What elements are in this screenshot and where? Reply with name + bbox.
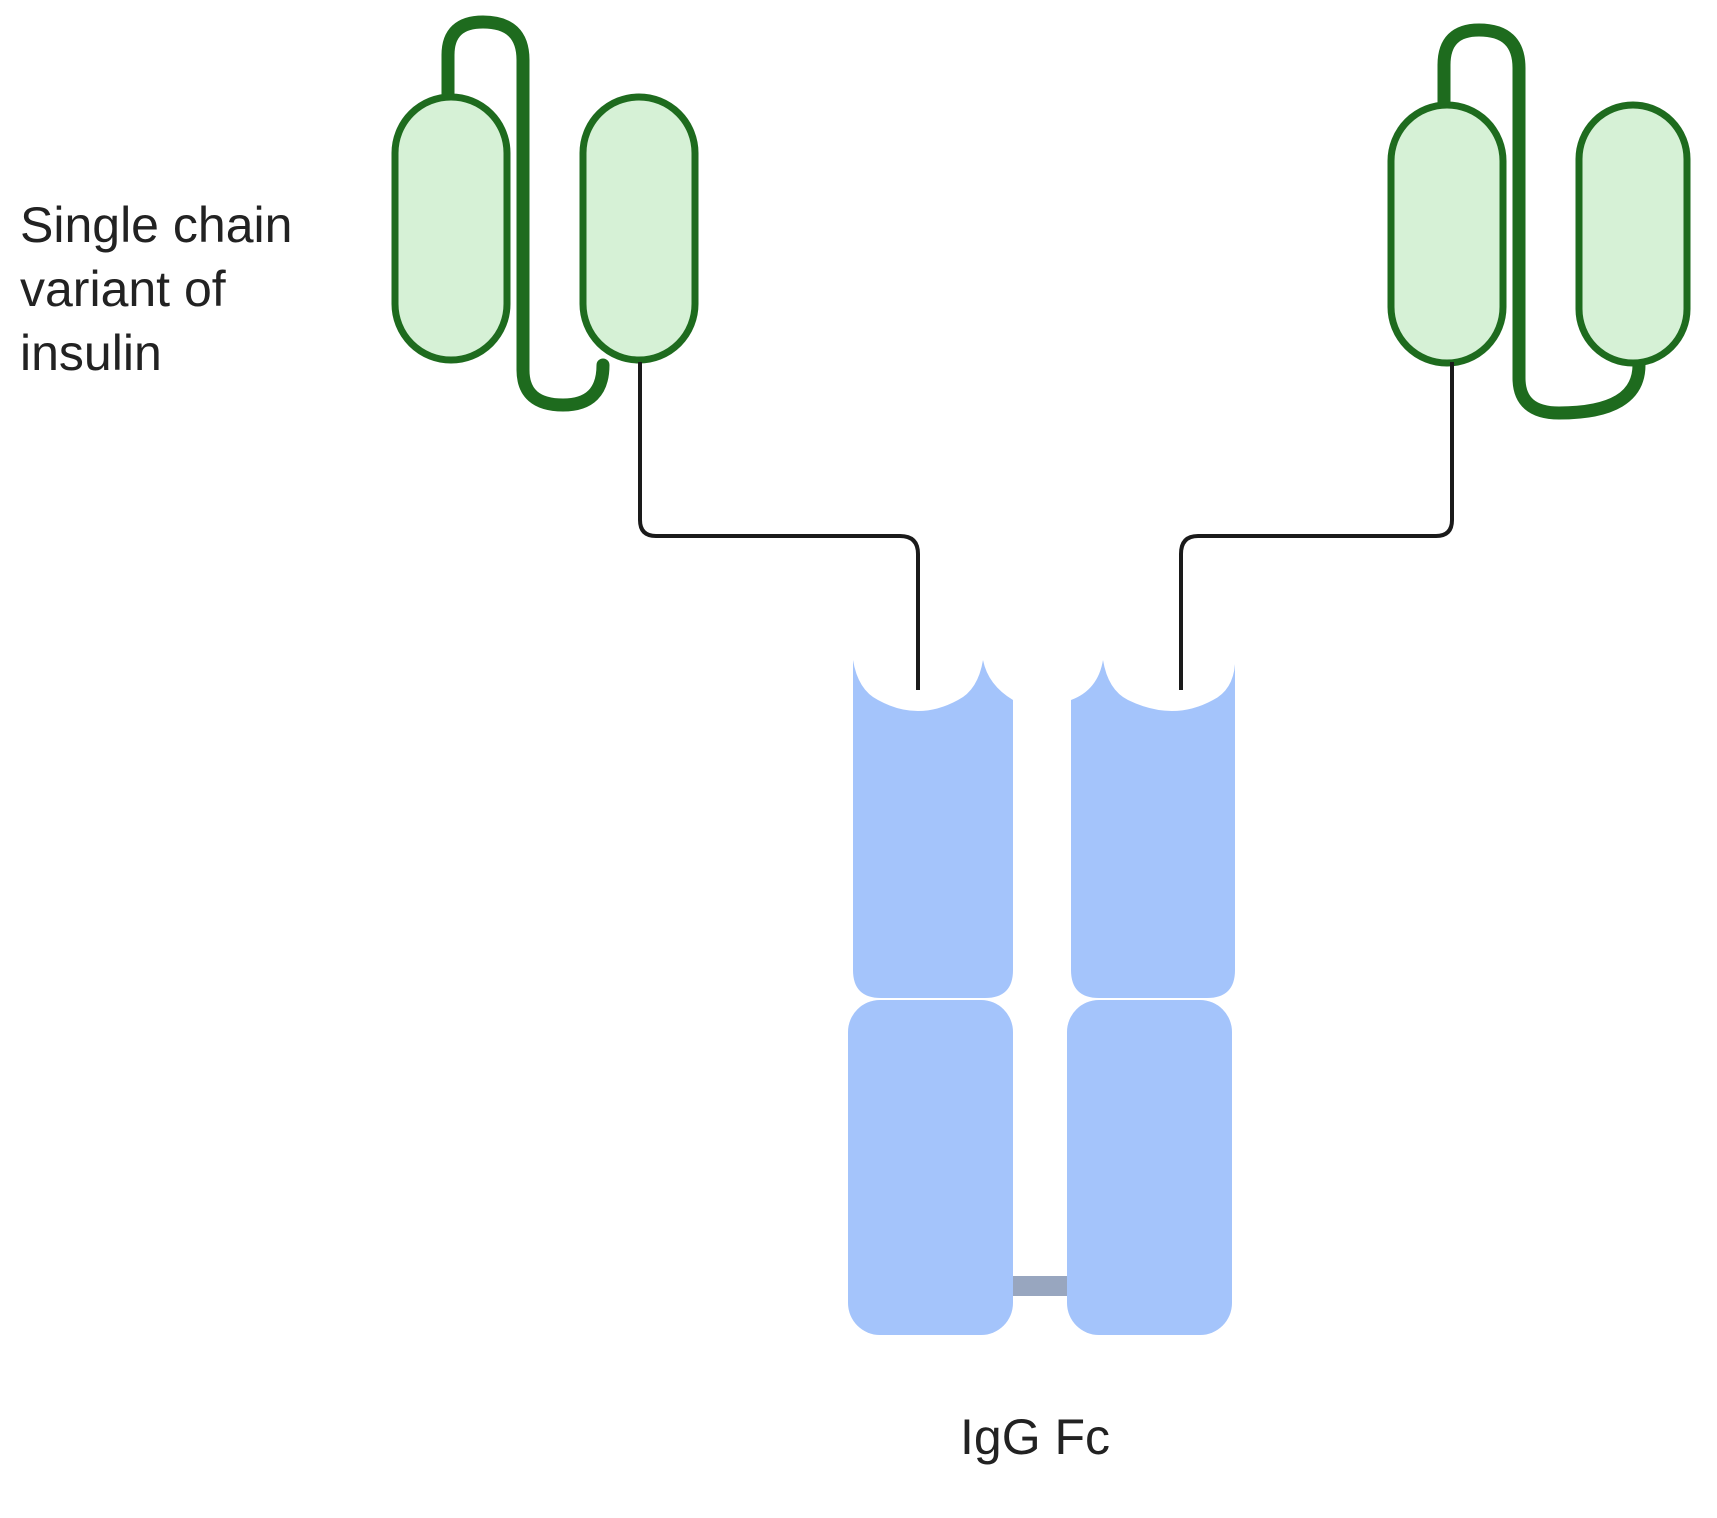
- fc-upper-right-domain: [1071, 660, 1235, 998]
- insulin-right-chain: [1437, 23, 1646, 420]
- fc-lower-left-domain: [848, 1000, 1013, 1335]
- igg-fc-label: IgG Fc: [960, 1409, 1111, 1465]
- insulin-label: Single chain variant of insulin: [20, 193, 380, 385]
- insulin-left-chain: [441, 15, 610, 412]
- insulin-left-domain-a: [391, 93, 511, 364]
- insulin-right-domain-a: [1387, 101, 1507, 367]
- fc-hinge-bridge: [1005, 1276, 1077, 1296]
- insulin-right-domain-b: [1575, 101, 1691, 367]
- igg-fc: [848, 660, 1235, 1335]
- insulin-label-line-3: insulin: [20, 325, 162, 381]
- insulin-left-domain-b: [579, 93, 699, 364]
- fc-upper-left-domain: [853, 660, 1013, 998]
- insulin-right: [1387, 23, 1691, 420]
- linker-left: [638, 362, 920, 690]
- insulin-label-line-1: Single chain: [20, 197, 293, 253]
- insulin-left: [391, 15, 699, 412]
- fc-lower-right-domain: [1067, 1000, 1232, 1335]
- insulin-label-line-2: variant of: [20, 261, 226, 317]
- linker-right: [1179, 362, 1454, 690]
